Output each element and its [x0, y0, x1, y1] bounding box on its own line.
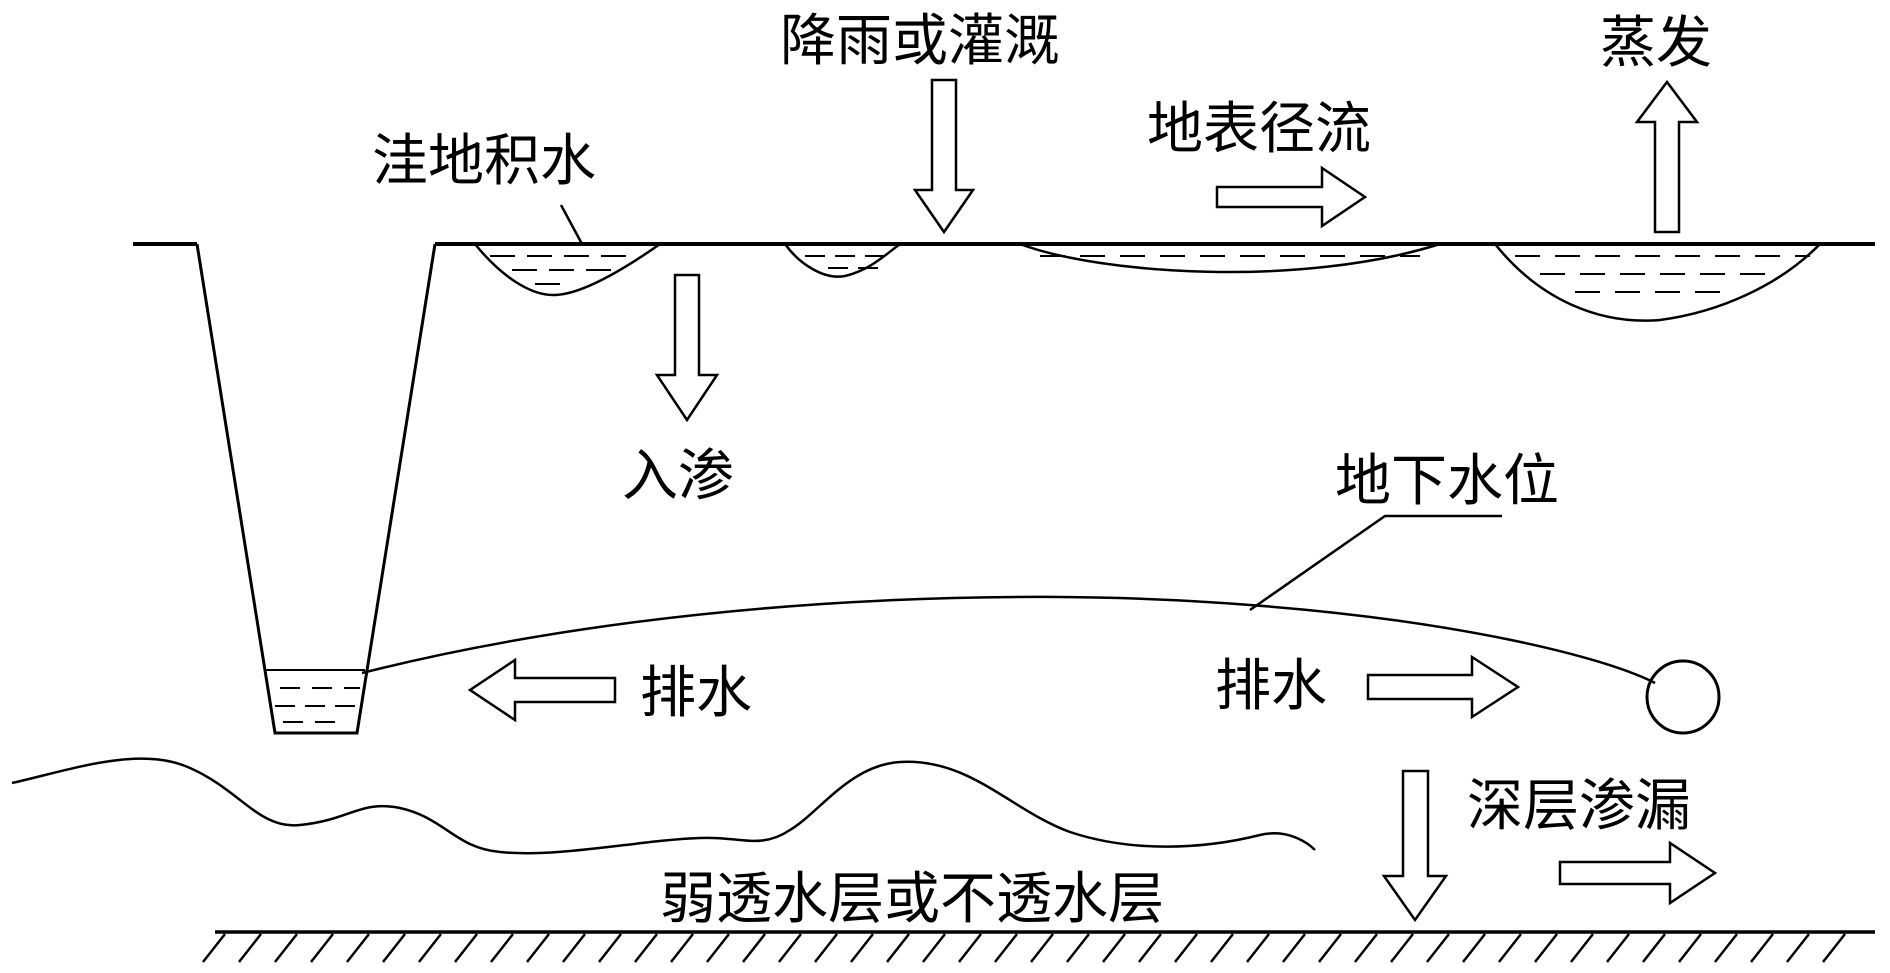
hatch-mark — [382, 933, 406, 963]
hatch-mark — [1102, 933, 1126, 963]
ditch-water-dashes — [275, 687, 360, 723]
hatch-mark — [274, 933, 298, 963]
hatch-mark — [490, 933, 514, 963]
ponding-leader-line — [559, 204, 584, 245]
hatch-mark — [454, 933, 478, 963]
infiltration-label: 入渗 — [622, 444, 734, 509]
hatch-mark — [1750, 933, 1774, 963]
drain-right-label: 排水 — [1215, 654, 1327, 719]
hatch-mark — [1714, 933, 1738, 963]
deep-seepage-arrow-down-icon — [1381, 769, 1449, 923]
hatch-mark — [1390, 933, 1414, 963]
hatch-mark — [1174, 933, 1198, 963]
hatch-mark — [598, 933, 622, 963]
water-table-label: 地下水位 — [1335, 449, 1559, 514]
hatch-mark — [1642, 933, 1666, 963]
hatch-mark — [1318, 933, 1342, 963]
hatch-mark — [706, 933, 730, 963]
hatch-mark — [1426, 933, 1450, 963]
surface-runoff-label: 地表径流 — [1147, 97, 1371, 162]
drain-left-arrow-icon — [467, 657, 617, 723]
rain-arrow-icon — [912, 78, 976, 235]
hatch-mark — [1462, 933, 1486, 963]
hatch-mark — [1498, 933, 1522, 963]
hatch-mark — [1138, 933, 1162, 963]
hatch-mark — [346, 933, 370, 963]
hatch-mark — [886, 933, 910, 963]
hatch-mark — [1354, 933, 1378, 963]
deep-seepage-label: 深层渗漏 — [1467, 774, 1691, 839]
base-hatching — [202, 933, 1846, 963]
hatch-mark — [1822, 933, 1846, 963]
hatch-mark — [958, 933, 982, 963]
hatch-mark — [1786, 933, 1810, 963]
hatch-mark — [1030, 933, 1054, 963]
hatch-mark — [1282, 933, 1306, 963]
hatch-mark — [1606, 933, 1630, 963]
aquitard-label: 弱透水层或不透水层 — [660, 867, 1164, 932]
hatch-mark — [742, 933, 766, 963]
evaporation-arrow-icon — [1634, 79, 1700, 234]
hatch-mark — [310, 933, 334, 963]
hatch-mark — [1246, 933, 1270, 963]
hatch-mark — [1678, 933, 1702, 963]
drain-left-label: 排水 — [640, 661, 752, 726]
evaporation-label: 蒸发 — [1600, 11, 1712, 76]
hatch-mark — [526, 933, 550, 963]
hatch-mark — [670, 933, 694, 963]
runoff-arrow-icon — [1215, 165, 1368, 229]
hatch-mark — [994, 933, 1018, 963]
hatch-mark — [1534, 933, 1558, 963]
drain-pipe-circle — [1645, 659, 1721, 735]
rain-label: 降雨或灌溉 — [780, 9, 1060, 74]
hatch-mark — [202, 933, 226, 963]
hatch-mark — [238, 933, 262, 963]
hatch-mark — [778, 933, 802, 963]
infiltration-arrow-icon — [654, 273, 720, 423]
hatch-mark — [1570, 933, 1594, 963]
aquitard-boundary — [11, 757, 1316, 855]
deep-seepage-arrow-right-icon — [1558, 840, 1718, 906]
pond-water-dashes — [490, 255, 1810, 293]
hatch-mark — [850, 933, 874, 963]
hatch-mark — [814, 933, 838, 963]
water-table-leader-line — [1249, 514, 1502, 612]
ponding-label: 洼地积水 — [372, 129, 596, 194]
hatch-mark — [1210, 933, 1234, 963]
hatch-mark — [922, 933, 946, 963]
drain-right-arrow-icon — [1366, 654, 1521, 720]
hatch-mark — [418, 933, 442, 963]
hatch-mark — [562, 933, 586, 963]
water-table-line — [361, 595, 1656, 685]
hatch-mark — [634, 933, 658, 963]
hatch-mark — [1066, 933, 1090, 963]
drainage-ditch — [195, 243, 437, 735]
